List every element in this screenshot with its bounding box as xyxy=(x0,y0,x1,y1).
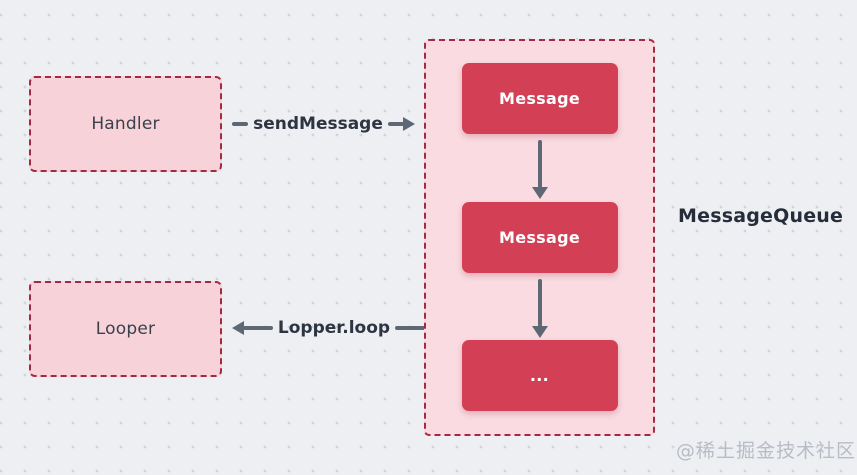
message-node-2-label: Message xyxy=(498,228,581,247)
watermark-text: @稀土掘金技术社区 xyxy=(676,440,857,462)
message-queue-container: Message Message ... xyxy=(424,39,655,436)
message-node-1: Message xyxy=(461,63,618,134)
looper-node-label: Looper xyxy=(95,319,156,339)
send-message-arrow-label: sendMessage xyxy=(253,114,383,134)
message-node-2: Message xyxy=(461,202,618,273)
send-message-arrow: sendMessage xyxy=(232,111,415,137)
queue-down-arrow-1-line xyxy=(537,140,542,188)
looper-loop-arrow-line-left xyxy=(243,326,273,330)
handler-node: Handler xyxy=(29,76,222,172)
queue-down-arrow-2 xyxy=(531,279,548,338)
queue-down-arrow-1 xyxy=(531,140,548,199)
looper-loop-arrow: Lopper.loop xyxy=(232,315,425,341)
looper-loop-arrow-label: Lopper.loop xyxy=(277,318,391,338)
message-node-1-label: Message xyxy=(498,89,581,108)
message-node-ellipsis-label: ... xyxy=(529,366,550,385)
send-message-arrow-line-left xyxy=(232,122,249,126)
arrow-down-icon xyxy=(531,187,548,199)
arrow-down-icon xyxy=(531,326,548,338)
arrow-left-icon xyxy=(232,321,244,335)
queue-down-arrow-2-line xyxy=(537,279,542,327)
handler-node-label: Handler xyxy=(91,114,160,134)
looper-node: Looper xyxy=(29,281,222,377)
arrow-right-icon xyxy=(403,117,415,131)
looper-loop-arrow-line-right xyxy=(395,326,425,330)
message-queue-title: MessageQueue xyxy=(678,205,844,227)
send-message-arrow-line-right xyxy=(387,122,404,126)
message-node-ellipsis: ... xyxy=(461,340,618,411)
